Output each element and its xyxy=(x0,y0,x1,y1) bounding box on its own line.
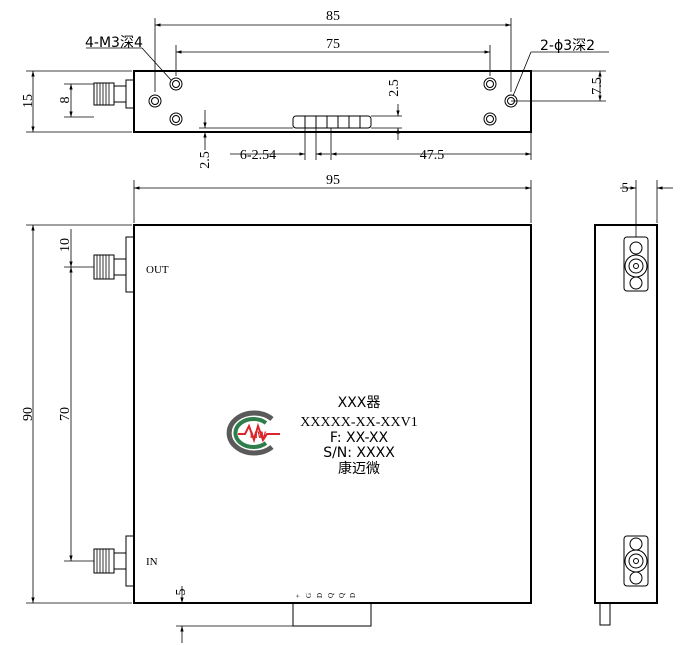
side-view-body xyxy=(594,224,658,604)
nameplate-line-3: F: XX-XX xyxy=(330,430,389,446)
callout-through-holes: 2-ϕ3深2 xyxy=(540,38,595,54)
callout-mount-holes: 4-M3深4 xyxy=(85,35,143,51)
dim-5-bottom: 5 xyxy=(174,589,189,596)
company-logo: MW xyxy=(226,410,280,456)
svg-text:Q: Q xyxy=(327,593,335,598)
dim-5-side: 5 xyxy=(622,181,629,196)
port-label-out: OUT xyxy=(146,264,169,276)
logo-text: MW xyxy=(250,430,266,440)
nameplate-line-5: 康迈微 xyxy=(338,460,380,477)
dim-2-5-left: 2.5 xyxy=(198,151,213,169)
svg-text:+: + xyxy=(294,594,302,598)
side-view-out-connector xyxy=(623,236,649,292)
top-view-holes xyxy=(148,77,518,126)
front-view-body xyxy=(133,224,532,604)
dim-85: 85 xyxy=(326,9,340,24)
svg-text:G: G xyxy=(305,593,313,598)
dim-pitch: 6-2.54 xyxy=(240,148,276,163)
dim-47-5: 47.5 xyxy=(420,148,445,163)
dim-7-5: 7.5 xyxy=(590,77,605,95)
svg-text:D: D xyxy=(349,593,357,598)
nameplate: XXX器 XXXXX-XX-XXV1 F: XX-XX S/N: XXXX 康迈… xyxy=(300,395,417,477)
bottom-pin-tab xyxy=(292,602,372,627)
side-view-pin-stub xyxy=(599,602,611,626)
front-view: OUT IN + G D Q Q D 95 90 70 10 xyxy=(21,173,532,643)
dim-70: 70 xyxy=(58,407,73,421)
svg-text:D: D xyxy=(316,593,324,598)
dim-8: 8 xyxy=(58,97,73,104)
dim-75: 75 xyxy=(326,37,340,52)
dim-15: 15 xyxy=(21,94,36,108)
top-view-body xyxy=(133,70,532,133)
pin-labels: + G D Q Q D xyxy=(294,593,357,598)
out-connector xyxy=(93,236,135,293)
dim-10: 10 xyxy=(58,238,73,252)
port-label-in: IN xyxy=(146,556,158,568)
in-connector xyxy=(93,535,135,587)
dim-90: 90 xyxy=(21,407,36,421)
side-view-in-connector xyxy=(623,535,649,587)
dim-95: 95 xyxy=(326,173,340,188)
nameplate-line-4: S/N: XXXX xyxy=(323,445,395,461)
dim-2-5-top: 2.5 xyxy=(387,79,402,97)
top-view-pin-header xyxy=(292,115,372,129)
nameplate-line-2: XXXXX-XX-XXV1 xyxy=(300,415,417,430)
svg-text:Q: Q xyxy=(338,593,346,598)
top-view: 85 75 15 8 2.5 2.5 7.5 xyxy=(21,9,609,169)
side-view: 5 xyxy=(594,180,673,626)
top-view-sma-connector xyxy=(93,79,135,109)
nameplate-line-1: XXX器 xyxy=(338,395,381,411)
